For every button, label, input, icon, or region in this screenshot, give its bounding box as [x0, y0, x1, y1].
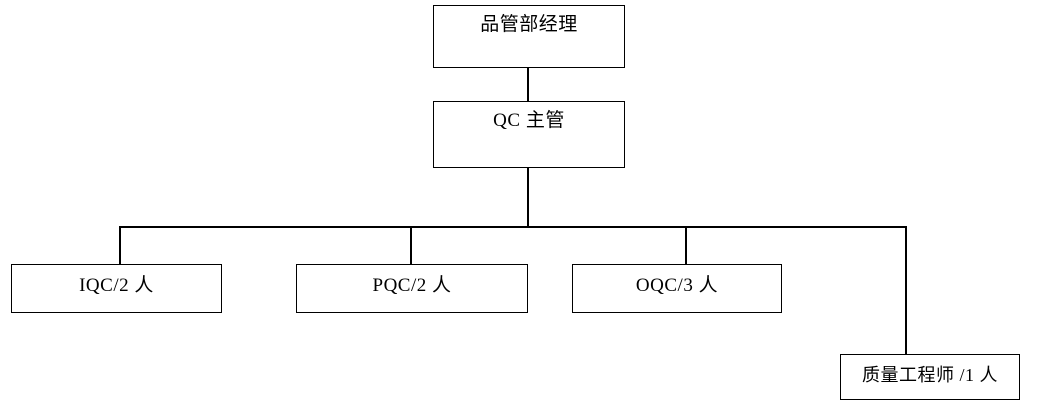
- node-label-iqc: IQC/2 人: [79, 275, 154, 296]
- connector-bus-to-oqc: [685, 226, 687, 264]
- node-oqc[interactable]: OQC/3 人: [572, 264, 782, 313]
- connector-bus-to-pqc: [410, 226, 412, 264]
- connector-bus-to-iqc: [119, 226, 121, 264]
- node-pqc[interactable]: PQC/2 人: [296, 264, 528, 313]
- node-label-qc-supervisor: QC 主管: [493, 110, 565, 131]
- node-quality-engineer[interactable]: 质量工程师 /1 人: [840, 354, 1020, 400]
- node-label-quality-engineer: 质量工程师 /1 人: [861, 365, 998, 385]
- node-label-oqc: OQC/3 人: [635, 275, 719, 296]
- node-qa-manager[interactable]: 品管部经理: [433, 5, 625, 68]
- node-label-qa-manager: 品管部经理: [480, 14, 578, 35]
- connector-sibling-bus: [119, 226, 906, 228]
- connector-supervisor-to-bus: [527, 168, 529, 226]
- connector-manager-to-supervisor: [527, 68, 529, 101]
- connector-bus-to-quality-engineer: [905, 226, 907, 355]
- node-iqc[interactable]: IQC/2 人: [11, 264, 222, 313]
- node-label-pqc: PQC/2 人: [372, 275, 452, 296]
- node-qc-supervisor[interactable]: QC 主管: [433, 101, 625, 168]
